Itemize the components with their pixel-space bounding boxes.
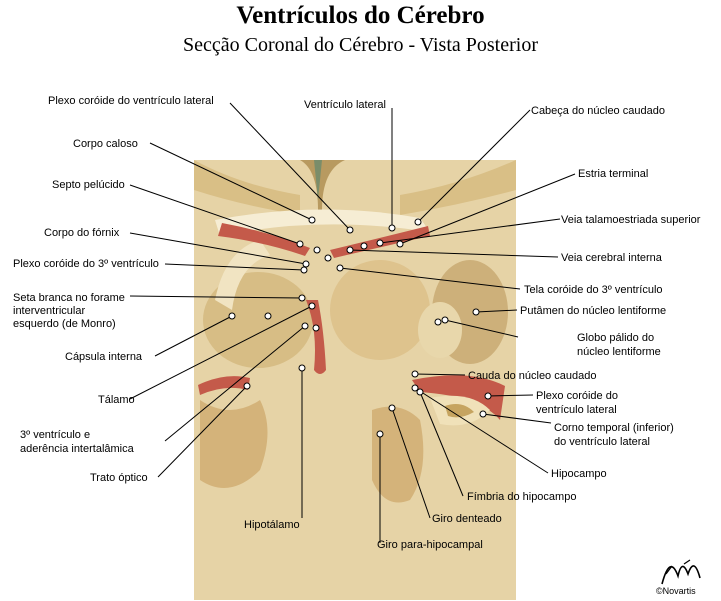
label-veia-talamoestriada: Veia talamoestriada superior [561, 214, 701, 226]
label-septo-pelucido: Septo pelúcido [52, 179, 125, 191]
label-tela-coroide: Tela coróide do 3º ventrículo [524, 284, 663, 296]
label-cauda-caudado: Cauda do núcleo caudado [468, 370, 596, 382]
copyright-text: ©Novartis [656, 586, 696, 596]
brain-section-illustration [194, 160, 516, 600]
label-seta-line2: interventricular [13, 305, 85, 317]
label-globo-line2: núcleo lentiforme [577, 346, 661, 358]
label-fimbria: Fímbria do hipocampo [467, 491, 576, 503]
label-capsula-interna: Cápsula interna [65, 351, 143, 363]
label-estria-terminal: Estria terminal [578, 168, 648, 180]
label-trato-optico: Trato óptico [90, 472, 148, 484]
leader-lines [129, 102, 576, 543]
label-talamo: Tálamo [98, 394, 135, 406]
label-corpo-fornix: Corpo do fórnix [44, 227, 120, 239]
label-hipotalamo: Hipotálamo [244, 519, 300, 531]
label-terceiro-line1: 3º ventrículo e [20, 429, 90, 441]
label-ventriculo-lateral: Ventrículo lateral [304, 99, 386, 111]
netter-signature-logo [661, 559, 701, 585]
label-globo-line1: Globo pálido do [577, 332, 654, 344]
label-giro-para-hipocampal: Giro para-hipocampal [377, 539, 483, 551]
label-hipocampo: Hipocampo [551, 468, 607, 480]
label-giro-denteado: Giro denteado [432, 513, 502, 525]
label-plexo-vl2-line1: Plexo coróide do [536, 390, 618, 402]
diagram-title: Ventrículos do Cérebro [236, 2, 485, 29]
label-veia-cerebral-interna: Veia cerebral interna [561, 252, 663, 264]
labels: Plexo coróide do ventrículo lateral Vent… [13, 95, 701, 551]
label-cabeca-caudado: Cabeça do núcleo caudado [531, 105, 665, 117]
label-seta-line1: Seta branca no forame [13, 292, 125, 304]
label-plexo-ventriculo-lateral: Plexo coróide do ventrículo lateral [48, 95, 214, 107]
label-terceiro-line2: aderência intertalâmica [20, 443, 135, 455]
label-plexo-vl2-line2: ventrículo lateral [536, 404, 617, 416]
label-corno-line2: do ventrículo lateral [554, 436, 650, 448]
label-plexo-3-ventriculo: Plexo coróide do 3º ventrículo [13, 258, 159, 270]
label-corno-line1: Corno temporal (inferior) [554, 422, 674, 434]
diagram-subtitle: Secção Coronal do Cérebro - Vista Poster… [182, 34, 538, 56]
label-seta-line3: esquerdo (de Monro) [13, 318, 116, 330]
label-putamen: Putâmen do núcleo lentiforme [520, 305, 666, 317]
marker-dots [228, 216, 492, 438]
label-corpo-caloso: Corpo caloso [73, 138, 138, 150]
